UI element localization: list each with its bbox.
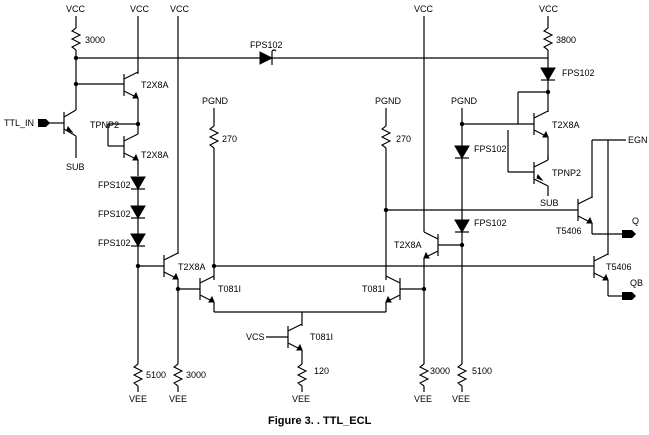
transistor <box>163 252 179 280</box>
input-label: TTL_IN <box>4 118 34 128</box>
transistor-label: TPNP2 <box>90 120 119 130</box>
transistor <box>199 275 215 303</box>
transistor <box>423 231 439 259</box>
resistor-value: 3800 <box>556 35 576 45</box>
vee-label: VEE <box>292 394 310 404</box>
vcc-label: VCC <box>414 4 434 14</box>
vcs-label: VCS <box>246 332 265 342</box>
resistor <box>208 125 220 149</box>
resistor-value: 5100 <box>146 370 166 380</box>
resistor-value: 3000 <box>186 370 206 380</box>
figure-caption: Figure 3. . TTL_ECL <box>268 415 372 427</box>
transistor <box>577 196 593 224</box>
resistor-value: 120 <box>314 366 329 376</box>
diode <box>540 67 556 81</box>
resistor <box>542 27 554 51</box>
output-label: Q <box>632 216 639 226</box>
diode <box>259 49 277 65</box>
vcc-label: VCC <box>66 4 86 14</box>
q-output-port <box>622 230 636 238</box>
transistor-label: TPNP2 <box>552 168 581 178</box>
resistor-value: 270 <box>222 134 237 144</box>
vee-label: VEE <box>414 394 432 404</box>
transistor <box>593 253 609 281</box>
vcc-label: VCC <box>130 4 150 14</box>
qb-output-port <box>622 292 636 300</box>
transistor <box>287 323 303 351</box>
diode-label: FPS102 <box>474 218 507 228</box>
resistor <box>456 363 468 387</box>
transistor-label: T081I <box>218 284 241 294</box>
ttl-in-port <box>38 119 50 127</box>
resistor <box>132 363 144 387</box>
pgnd-label: PGND <box>202 96 229 106</box>
output-label: QB <box>630 278 643 288</box>
diode-label: FPS102 <box>98 238 131 248</box>
transistor-label: T2X8A <box>552 120 580 130</box>
vcc-label: VCC <box>539 4 559 14</box>
resistor <box>70 27 82 51</box>
resistor-value: 5100 <box>472 366 492 376</box>
pgnd-label: PGND <box>375 96 402 106</box>
diode <box>130 233 146 247</box>
transistor <box>385 275 401 303</box>
transistor <box>123 133 139 161</box>
transistor <box>533 110 549 138</box>
transistor-label: T2X8A <box>141 150 169 160</box>
transistor-label: T2X8A <box>394 240 422 250</box>
diode-label: FPS102 <box>98 209 131 219</box>
transistor <box>533 159 549 187</box>
pgnd-label: PGND <box>451 96 478 106</box>
vcc-label: VCC <box>170 4 190 14</box>
transistor <box>123 71 139 99</box>
resistor-value: 3000 <box>85 35 105 45</box>
transistor-label: T5406 <box>606 262 632 272</box>
label-sub: SUB <box>66 162 85 172</box>
label-sub: SUB <box>540 198 559 208</box>
transistor-label: T081I <box>310 332 333 342</box>
resistor-value: 3000 <box>430 366 450 376</box>
resistor <box>296 363 308 387</box>
resistor <box>380 125 392 149</box>
transistor-label: T2X8A <box>141 80 169 90</box>
diode-label: FPS102 <box>474 144 507 154</box>
transistor <box>63 109 77 137</box>
vee-label: VEE <box>129 394 147 404</box>
diode-label: FPS102 <box>250 40 283 50</box>
vee-label: VEE <box>169 394 187 404</box>
vee-label: VEE <box>452 394 470 404</box>
diode <box>454 145 470 159</box>
resistor <box>418 363 430 387</box>
diode-label: FPS102 <box>562 68 595 78</box>
egn-label: EGN <box>628 135 648 145</box>
diode <box>130 176 146 190</box>
resistor <box>172 363 184 387</box>
diode <box>130 205 146 219</box>
resistor-value: 270 <box>396 134 411 144</box>
diode-label: FPS102 <box>98 180 131 190</box>
transistor-label: T2X8A <box>178 262 206 272</box>
transistor-label: T081I <box>362 284 385 294</box>
diode <box>454 219 470 233</box>
transistor-label: T5406 <box>556 226 582 236</box>
